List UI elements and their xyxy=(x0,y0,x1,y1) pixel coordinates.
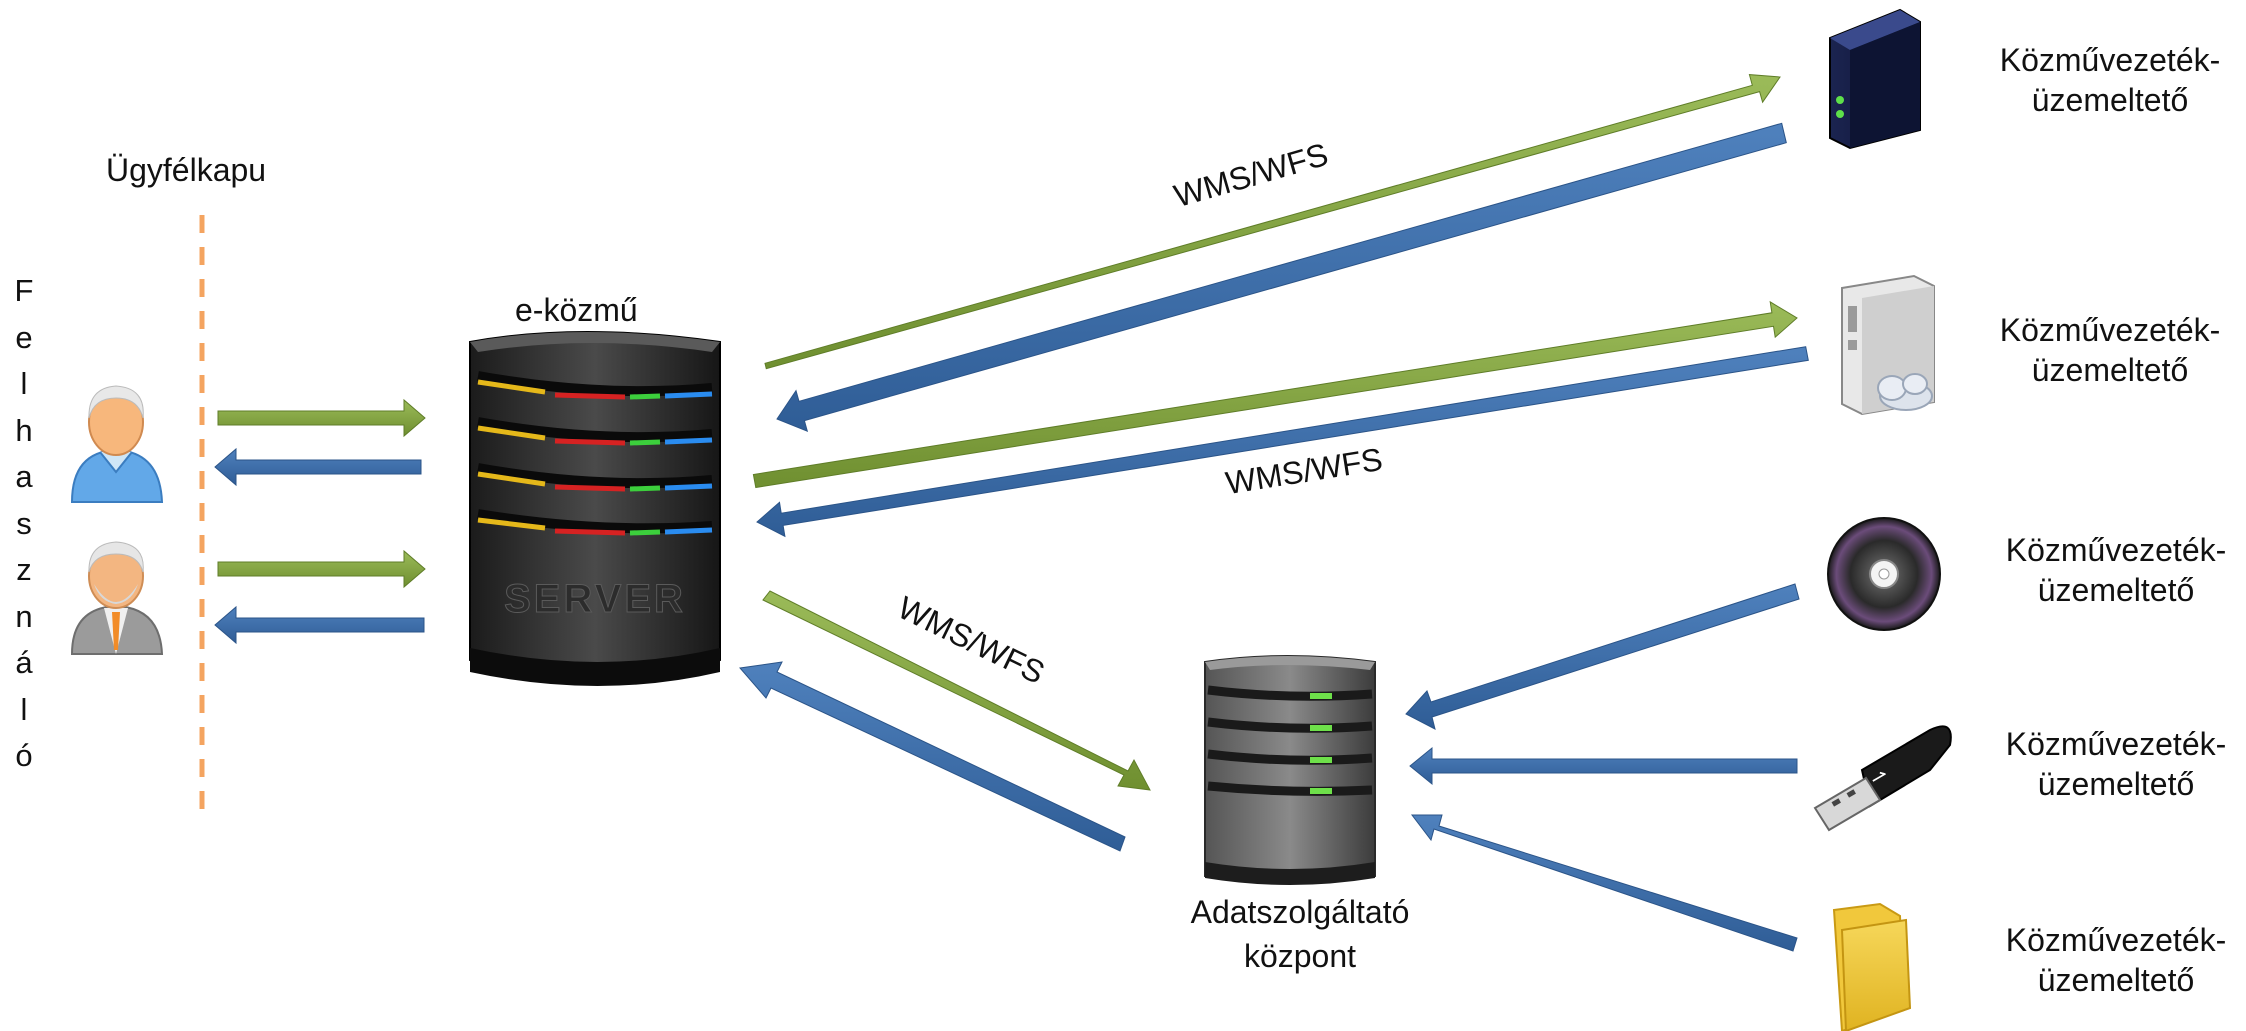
user-label-letter: a xyxy=(15,459,33,494)
response-arrow-1 xyxy=(214,447,422,487)
request-arrow-1 xyxy=(217,398,426,438)
operator-label-line1: Közművezeték- xyxy=(2005,726,2227,762)
request-arrow-3 xyxy=(764,74,1781,370)
response-arrow-8 xyxy=(1410,814,1798,952)
user-label-letter: z xyxy=(16,552,32,587)
user-label-letter: l xyxy=(20,691,28,727)
hub-label: e-közmű xyxy=(515,292,638,328)
user-label-letter: s xyxy=(16,505,32,541)
operator-label: Közművezeték- üzemeltető xyxy=(1990,40,2230,120)
data-center-label-line1: Adatszolgáltató xyxy=(1190,894,1410,930)
user-label-letter: F xyxy=(14,273,34,308)
operator-label-line2: üzemeltető xyxy=(2037,962,2195,998)
user-label-letter: n xyxy=(15,598,33,634)
response-arrow-4 xyxy=(756,346,1809,538)
data-center-label-line2: központ xyxy=(1243,938,1357,974)
user-label-letter: ó xyxy=(15,738,33,773)
user-icon xyxy=(70,385,164,503)
operator-label-line1: Közművezeték- xyxy=(2005,532,2227,568)
operator-label-line2: üzemeltető xyxy=(2037,766,2195,802)
data-center-label: Adatszolgáltató központ xyxy=(1160,892,1440,976)
operator-label: Közművezeték- üzemeltető xyxy=(1990,310,2230,390)
boundary-label: Ügyfélkapu xyxy=(106,152,267,188)
operator-label-line2: üzemeltető xyxy=(2031,82,2189,118)
user-label: F e l h a s z n á l ó xyxy=(8,268,40,780)
request-arrow-4 xyxy=(752,300,1798,489)
cloud-server-icon xyxy=(1841,274,1935,416)
tower-server-icon xyxy=(1829,8,1921,150)
response-arrow-2 xyxy=(214,605,425,645)
response-arrow-5 xyxy=(739,661,1126,852)
hub-server-text: SERVER xyxy=(504,577,686,621)
operator-label-line2: üzemeltető xyxy=(2031,352,2189,388)
hub-server-icon xyxy=(469,331,721,686)
user-label-letter: h xyxy=(15,412,33,448)
user-label-letter: l xyxy=(20,366,28,401)
operator-label-line1: Közművezeték- xyxy=(1999,42,2221,78)
folder-icon xyxy=(1832,902,1912,1031)
usb-drive-icon: ⇀ xyxy=(1813,725,1952,832)
response-arrow-6 xyxy=(1405,583,1800,730)
bearded-user-icon xyxy=(70,541,164,655)
cd-disc-icon xyxy=(1827,517,1941,631)
data-center-server-icon xyxy=(1204,655,1376,885)
operator-label: Közművezeték- üzemeltető xyxy=(1996,920,2236,1000)
operator-label-line2: üzemeltető xyxy=(2037,572,2195,608)
operator-label: Közművezeték- üzemeltető xyxy=(1996,724,2236,804)
request-arrow-2 xyxy=(217,549,426,589)
response-arrow-7 xyxy=(1409,746,1798,786)
operator-label-line1: Közművezeték- xyxy=(2005,922,2227,958)
operator-label-line1: Közművezeték- xyxy=(1999,312,2221,348)
request-arrow-5 xyxy=(762,590,1151,791)
user-label-letter: e xyxy=(15,319,33,355)
operator-label: Közművezeték- üzemeltető xyxy=(1996,530,2236,610)
response-arrow-3 xyxy=(776,122,1787,433)
user-label-letter: á xyxy=(15,645,33,680)
